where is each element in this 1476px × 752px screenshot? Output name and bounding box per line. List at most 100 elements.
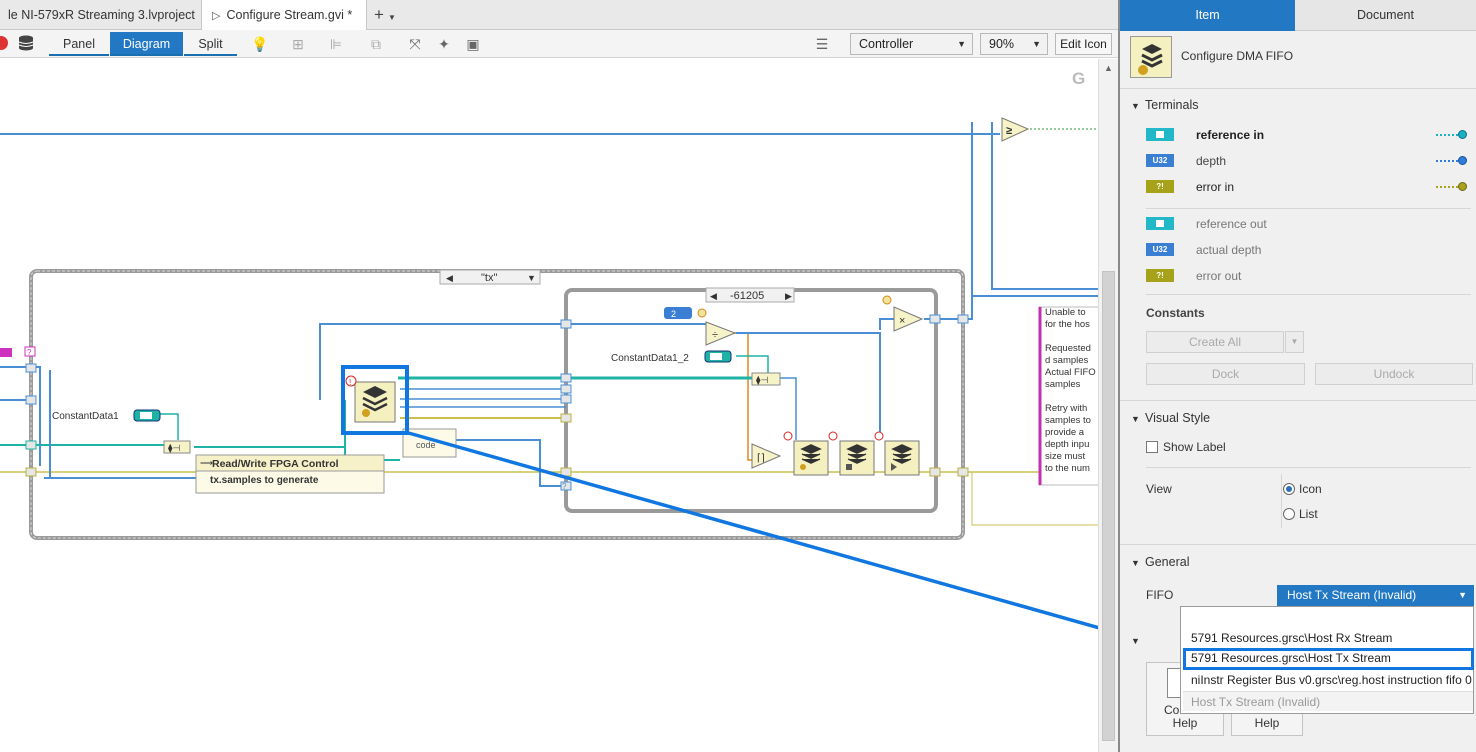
lightbulb-icon[interactable]: 💡 — [251, 36, 269, 52]
document-icon — [1167, 668, 1181, 698]
svg-text:÷: ÷ — [712, 329, 718, 341]
rw-fpga-title[interactable]: Read/Write FPGA Control — [212, 458, 339, 470]
triangle-down-icon: ▼ — [1131, 101, 1140, 111]
terminal-reference-out[interactable]: reference out — [1196, 217, 1267, 231]
svg-text:?: ? — [27, 348, 32, 357]
triangle-down-icon: ▼ — [1131, 558, 1140, 568]
fifo-option-host-tx[interactable]: 5791 Resources.grsc\Host Tx Stream — [1183, 648, 1474, 670]
diagram-mode-button[interactable]: Diagram — [110, 32, 183, 56]
split-mode-button[interactable]: Split — [184, 32, 237, 56]
target-select[interactable]: Controller▼ — [850, 33, 973, 55]
tab-configure-stream[interactable]: ▷ Configure Stream.gvi * — [201, 0, 367, 31]
u32-terminal-icon: U32 — [1146, 243, 1174, 256]
svg-text:⟶: ⟶ — [200, 458, 213, 468]
document-tab[interactable]: Document — [1295, 0, 1476, 31]
fifo-option-reg-host[interactable]: niInstr Register Bus v0.grsc\reg.host in… — [1191, 673, 1472, 687]
svg-text:⧫⊣: ⧫⊣ — [756, 375, 768, 386]
create-all-button[interactable]: Create All — [1146, 331, 1284, 353]
svg-text:×: × — [899, 315, 905, 327]
view-icon-radio[interactable] — [1283, 483, 1295, 495]
database-icon[interactable] — [16, 34, 36, 54]
inner-case-selector-label[interactable]: -61205 — [730, 290, 764, 302]
svg-text:◀: ◀ — [710, 291, 717, 301]
visual-style-section-header[interactable]: ▼Visual Style — [1131, 411, 1211, 425]
resize-icon[interactable]: ⧉ — [371, 36, 381, 52]
hidden-section-header[interactable]: ▼ — [1131, 633, 1145, 647]
diagram-vertical-scrollbar[interactable]: ▲ — [1098, 59, 1118, 752]
divider — [1146, 294, 1471, 295]
add-tab-button[interactable]: +▼ — [374, 5, 396, 24]
view-list-radio[interactable] — [1283, 508, 1295, 520]
constantdata1-2-label: ConstantData1_2 — [611, 353, 689, 364]
edit-icon-button[interactable]: Edit Icon — [1055, 33, 1112, 55]
divider — [1146, 208, 1471, 209]
error-terminal-icon: ?! — [1146, 269, 1174, 282]
constants-header: Constants — [1146, 306, 1205, 320]
fit-diagram-icon[interactable]: ▣ — [466, 36, 480, 52]
undock-button[interactable]: Undock — [1315, 363, 1473, 385]
svg-text:?: ? — [562, 482, 567, 491]
constant-2[interactable]: 2 — [671, 309, 676, 319]
divider — [1120, 88, 1476, 89]
item-tab[interactable]: Item — [1120, 0, 1295, 31]
block-diagram-canvas[interactable]: G ≥ ◀ "tx" ▼ ◀ -61205 ▶ — [0, 59, 1098, 752]
rw-fpga-item[interactable]: tx.samples to generate — [210, 475, 319, 486]
dma-fifo-icon — [1130, 36, 1172, 78]
chevron-down-icon: ▼ — [387, 13, 396, 22]
wire-stub — [1436, 134, 1458, 136]
tab-project-label: le NI-579xR Streaming 3.lvproject * — [8, 8, 198, 22]
item-title: Configure DMA FIFO — [1181, 49, 1294, 63]
reference-terminal-icon — [1146, 217, 1174, 230]
u32-terminal-icon: U32 — [1146, 154, 1174, 167]
triangle-down-icon: ▼ — [1131, 636, 1140, 646]
panel-mode-button[interactable]: Panel — [49, 32, 109, 56]
divider — [1120, 544, 1476, 545]
tab-project[interactable]: le NI-579xR Streaming 3.lvproject * — [0, 0, 198, 30]
chevron-down-icon: ▼ — [1290, 337, 1299, 346]
tab-configure-stream-label: Configure Stream.gvi * — [226, 8, 353, 22]
abort-icon[interactable] — [0, 36, 8, 50]
fifo-select[interactable]: Host Tx Stream (Invalid)▼ — [1277, 585, 1474, 606]
dock-button[interactable]: Dock — [1146, 363, 1305, 385]
wire-stub — [1436, 186, 1458, 188]
general-section-header[interactable]: ▼General — [1131, 555, 1190, 569]
play-icon: ▷ — [212, 10, 221, 22]
cleanup-icon[interactable]: ⤧ — [409, 36, 421, 52]
show-label-text: Show Label — [1163, 440, 1226, 454]
terminal-error-out[interactable]: error out — [1196, 269, 1242, 283]
partial-label: Co — [1164, 703, 1180, 717]
case-selector-label[interactable]: "tx" — [481, 272, 497, 284]
align-icon[interactable]: ⊞ — [292, 36, 304, 52]
list-view-icon[interactable]: ☰ — [815, 36, 829, 52]
terminal-dot-icon — [1458, 130, 1467, 139]
divider — [1146, 467, 1471, 468]
help-label: Help — [1254, 716, 1280, 730]
chevron-down-icon: ▼ — [1032, 39, 1041, 49]
wire-stub — [1436, 160, 1458, 162]
fifo-option-host-rx[interactable]: 5791 Resources.grsc\Host Rx Stream — [1191, 631, 1393, 645]
constantdata1-label: ConstantData1 — [52, 411, 119, 422]
terminal-actual-depth[interactable]: actual depth — [1196, 243, 1262, 257]
view-icon-label: Icon — [1299, 482, 1322, 496]
terminal-reference-in[interactable]: reference in — [1196, 128, 1265, 142]
error-terminal-icon: ?! — [1146, 180, 1174, 193]
svg-text:⌈⌉: ⌈⌉ — [757, 453, 765, 464]
sparkle-icon[interactable]: ✦ — [438, 36, 450, 52]
show-label-checkbox[interactable] — [1146, 441, 1158, 453]
svg-text:≥: ≥ — [1006, 125, 1012, 137]
distribute-icon[interactable]: ⊫ — [329, 36, 343, 52]
scroll-up-icon[interactable]: ▲ — [1104, 63, 1113, 73]
fifo-label: FIFO — [1146, 588, 1174, 602]
chevron-down-icon: ▼ — [1458, 590, 1467, 600]
create-all-dropdown[interactable]: ▼ — [1285, 331, 1304, 353]
terminal-depth[interactable]: depth — [1196, 154, 1227, 168]
zoom-select[interactable]: 90%▼ — [980, 33, 1048, 55]
view-list-label: List — [1299, 507, 1318, 521]
scroll-thumb[interactable] — [1102, 271, 1115, 741]
fifo-option-invalid[interactable]: Host Tx Stream (Invalid) — [1183, 691, 1473, 711]
terminal-error-in[interactable]: error in — [1196, 180, 1235, 194]
view-label: View — [1146, 482, 1172, 496]
chevron-down-icon: ▼ — [957, 39, 966, 49]
terminals-section-header[interactable]: ▼Terminals — [1131, 98, 1199, 112]
